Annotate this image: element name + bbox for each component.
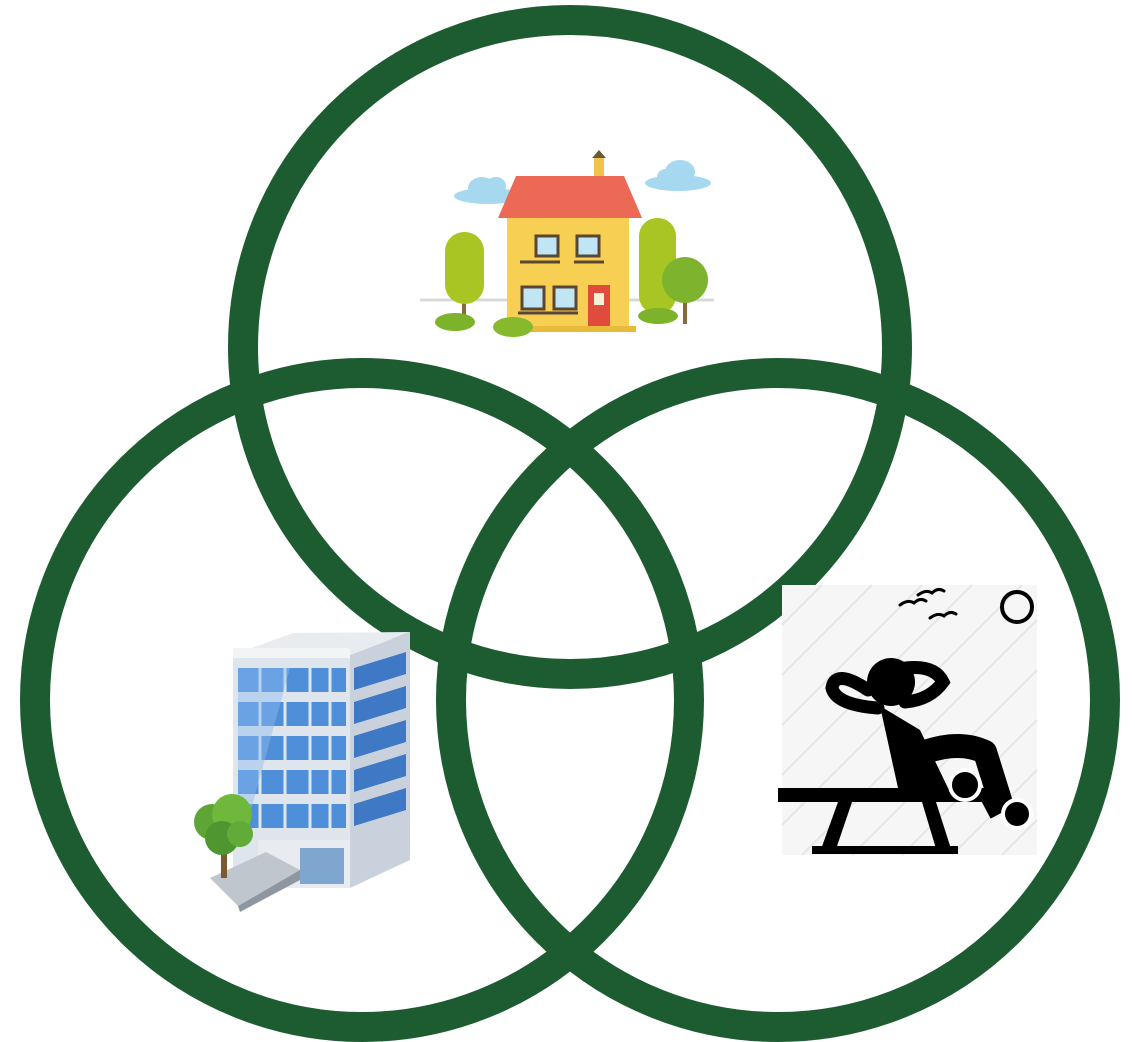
office-building-icon (194, 632, 410, 912)
relaxing-person-icon (778, 584, 1038, 856)
house-icon (420, 150, 714, 337)
ring-work (20, 358, 704, 1042)
ring-home (228, 5, 912, 689)
ring-leisure (436, 358, 1120, 1042)
